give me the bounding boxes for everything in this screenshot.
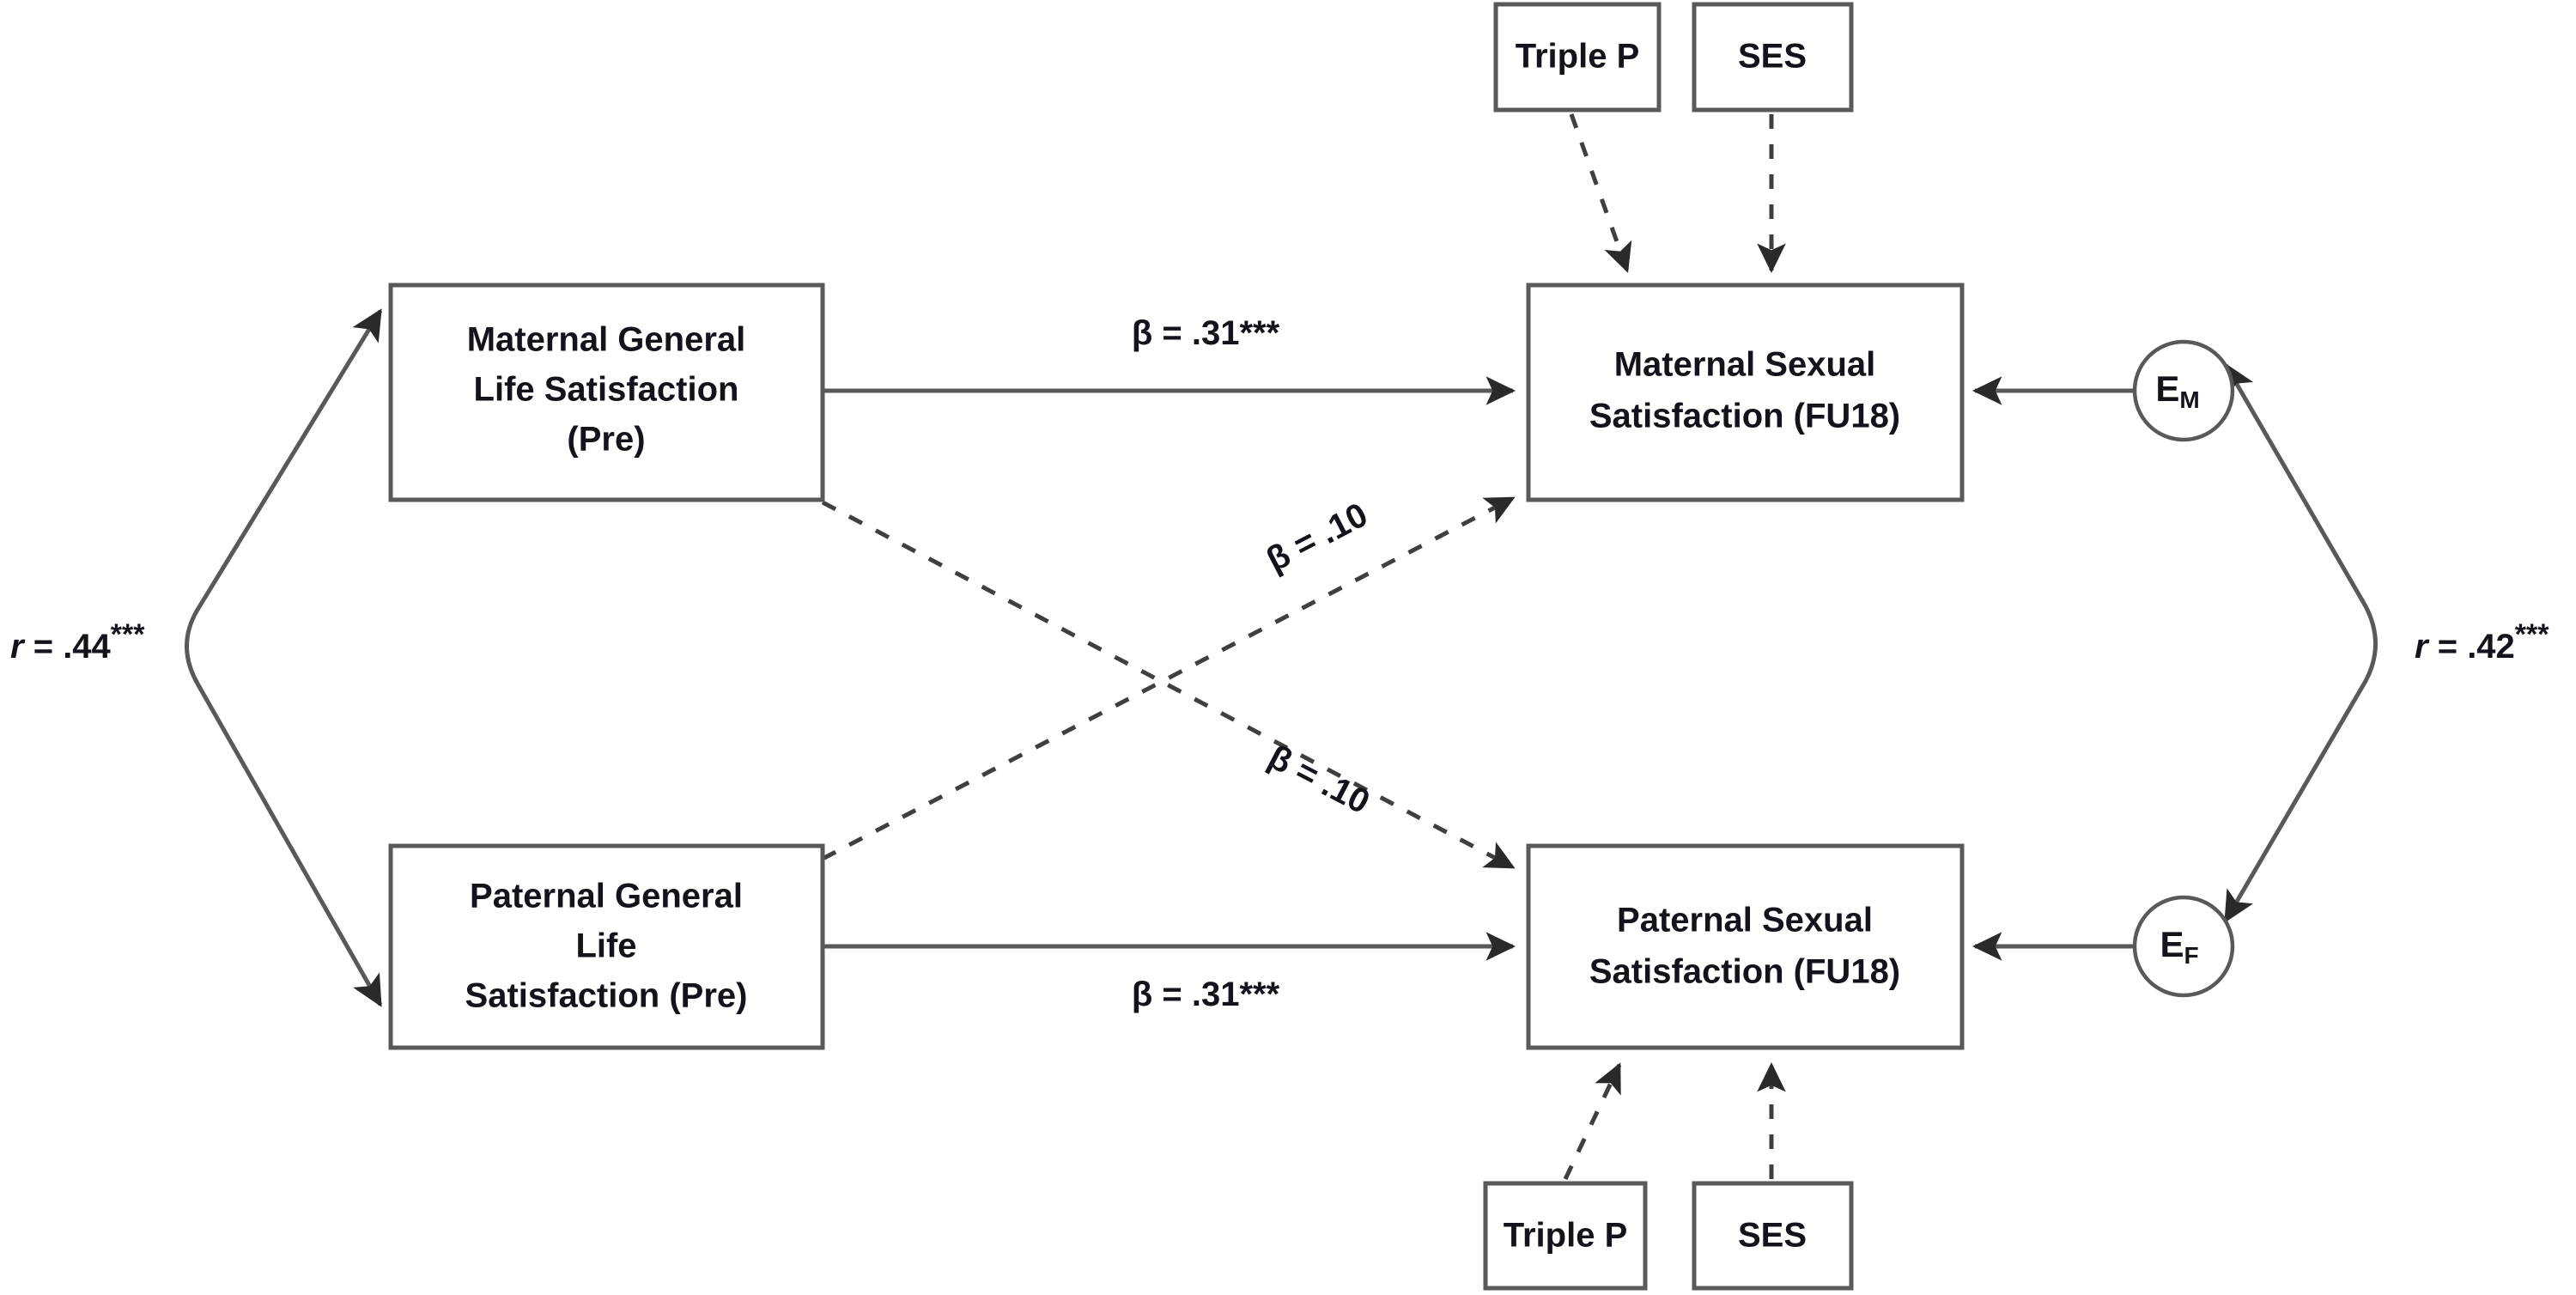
coefficient-label-maternal-partner: β = .10 [1261, 496, 1374, 579]
coefficient-label-paternal-actor: β = .31*** [1132, 976, 1280, 1013]
partner-path-paternal-to-maternal [821, 496, 1516, 861]
node-circle-error-paternal [2132, 895, 2235, 998]
node-label-maternal-predictor-line3: (Pre) [567, 421, 645, 459]
error-maternal-symbol: E [2155, 368, 2179, 409]
arrow-top-triple-p-to-maternal-outcome [1569, 113, 1632, 273]
node-error-maternal-group: EM [2132, 339, 2235, 442]
node-label-error-paternal: EF [2160, 924, 2198, 969]
node-label-paternal-predictor-line2: Life [575, 927, 636, 965]
covariate-label-bottom-ses: SES [1738, 1217, 1807, 1255]
node-paternal-predictor-group: Paternal General Life Satisfaction (Pre) [388, 843, 825, 1050]
node-label-error-maternal: EM [2155, 368, 2199, 413]
covariate-bottom-ses-group: SES [1692, 1181, 1854, 1291]
node-error-paternal-group: EF [2132, 895, 2235, 998]
partner-path-maternal-to-paternal [821, 500, 1516, 870]
coefficient-label-paternal-partner: β = .10 [1262, 738, 1376, 821]
covariate-box-top-triple-p [1493, 2, 1662, 112]
correlation-label-errors: r = .42*** [2415, 618, 2549, 666]
covariate-label-top-triple-p: Triple P [1516, 38, 1640, 76]
error-paternal-subscript: F [2184, 942, 2198, 969]
corr-errors-stars: *** [2515, 618, 2549, 651]
covariate-label-bottom-triple-p: Triple P [1504, 1217, 1628, 1255]
node-box-paternal-predictor [388, 843, 825, 1050]
node-label-paternal-predictor-line1: Paternal General [470, 878, 743, 915]
coef-paternal-actor-text: β = .31*** [1132, 976, 1280, 1013]
corr-errors-symbol: r [2415, 628, 2430, 666]
node-label-maternal-outcome-line1: Maternal Sexual [1614, 346, 1876, 384]
covariate-top-triple-p-group: Triple P [1493, 2, 1662, 112]
node-box-maternal-outcome [1526, 283, 1965, 502]
correlation-curve-errors [2223, 362, 2378, 923]
error-paternal-symbol: E [2160, 924, 2184, 964]
node-box-paternal-outcome [1526, 843, 1965, 1050]
node-paternal-outcome-group: Paternal Sexual Satisfaction (FU18) [1526, 843, 1965, 1050]
coefficient-label-paternal-partner-group: β = .10 [1262, 738, 1376, 821]
node-label-paternal-predictor-line3: Satisfaction (Pre) [465, 977, 748, 1015]
covariate-box-top-ses [1692, 2, 1854, 112]
covariate-bottom-triple-p-group: Triple P [1483, 1181, 1648, 1291]
corr-predictors-stars: *** [111, 618, 145, 651]
corr-predictors-equals: = [33, 628, 53, 666]
covariate-box-bottom-triple-p [1483, 1181, 1648, 1291]
corr-predictors-symbol: r [10, 628, 26, 666]
node-maternal-predictor-group: Maternal General Life Satisfaction (Pre) [388, 283, 825, 502]
correlation-curve-predictors [185, 308, 383, 1007]
coefficient-label-maternal-partner-group: β = .10 [1261, 496, 1374, 579]
node-box-maternal-predictor [388, 283, 825, 502]
node-label-paternal-outcome-line2: Satisfaction (FU18) [1589, 953, 1900, 991]
node-label-paternal-outcome-line1: Paternal Sexual [1617, 902, 1873, 939]
corr-errors-equals: = [2438, 628, 2458, 666]
coefficient-label-maternal-actor: β = .31*** [1132, 314, 1280, 352]
node-label-maternal-predictor-line2: Life Satisfaction [474, 371, 739, 409]
node-label-maternal-outcome-line2: Satisfaction (FU18) [1589, 398, 1900, 435]
covariate-label-top-ses: SES [1738, 38, 1807, 76]
error-maternal-subscript: M [2179, 386, 2199, 413]
node-label-maternal-predictor-line1: Maternal General [467, 321, 746, 359]
node-maternal-outcome-group: Maternal Sexual Satisfaction (FU18) [1526, 283, 1965, 502]
correlation-label-predictors: r = .44*** [10, 618, 145, 666]
covariate-box-bottom-ses [1692, 1181, 1854, 1291]
corr-predictors-value: .44 [63, 628, 111, 666]
arrow-bottom-triple-p-to-paternal-outcome [1563, 1062, 1622, 1181]
node-circle-error-maternal [2132, 339, 2235, 442]
covariate-top-ses-group: SES [1692, 2, 1854, 112]
corr-errors-value: .42 [2467, 628, 2515, 666]
coef-maternal-actor-text: β = .31*** [1132, 314, 1280, 352]
